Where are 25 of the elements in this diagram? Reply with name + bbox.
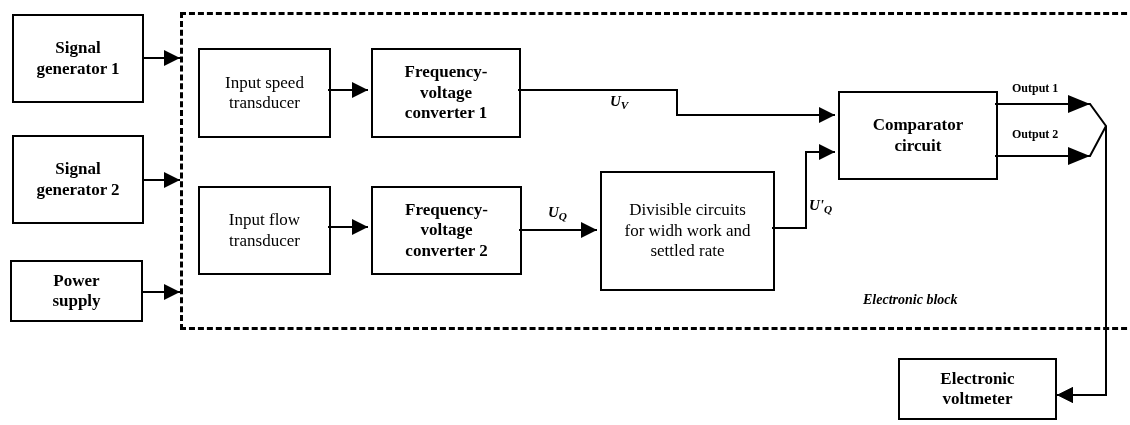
block-box: Power supply xyxy=(10,260,143,322)
arrow xyxy=(143,172,181,188)
edge-label: U$_{Q}$ xyxy=(548,205,567,220)
arrow xyxy=(771,144,836,229)
edge-label: Output 1 xyxy=(1012,82,1059,94)
arrow xyxy=(327,219,369,235)
arrow xyxy=(143,50,181,66)
arrow xyxy=(517,89,836,123)
block-box: Comparator circuit xyxy=(838,91,998,180)
block-box: Frequency-voltage converter 1 xyxy=(371,48,521,138)
block-box: Electronic voltmeter xyxy=(898,358,1057,420)
block-box: Divisible circuits for widh work and settled rate xyxy=(600,171,775,291)
arrow xyxy=(327,82,369,98)
group-label: Electronic block xyxy=(863,291,958,309)
block-box: Frequency-voltage converter 2 xyxy=(371,186,522,275)
block-box: Input flow transducer xyxy=(198,186,331,275)
edge-label: Output 2 xyxy=(1012,128,1059,140)
block-box: Input speed transducer xyxy=(198,48,331,138)
arrow xyxy=(142,284,181,300)
block-box: Signal generator 2 xyxy=(12,135,144,224)
edge-label: U'$_{Q}$ xyxy=(809,198,833,213)
block-box: Signal generator 1 xyxy=(12,14,144,103)
edge-label: U$_{V}$ xyxy=(610,94,629,109)
arrow xyxy=(518,222,598,238)
dashed-group-boundary xyxy=(180,12,1130,330)
